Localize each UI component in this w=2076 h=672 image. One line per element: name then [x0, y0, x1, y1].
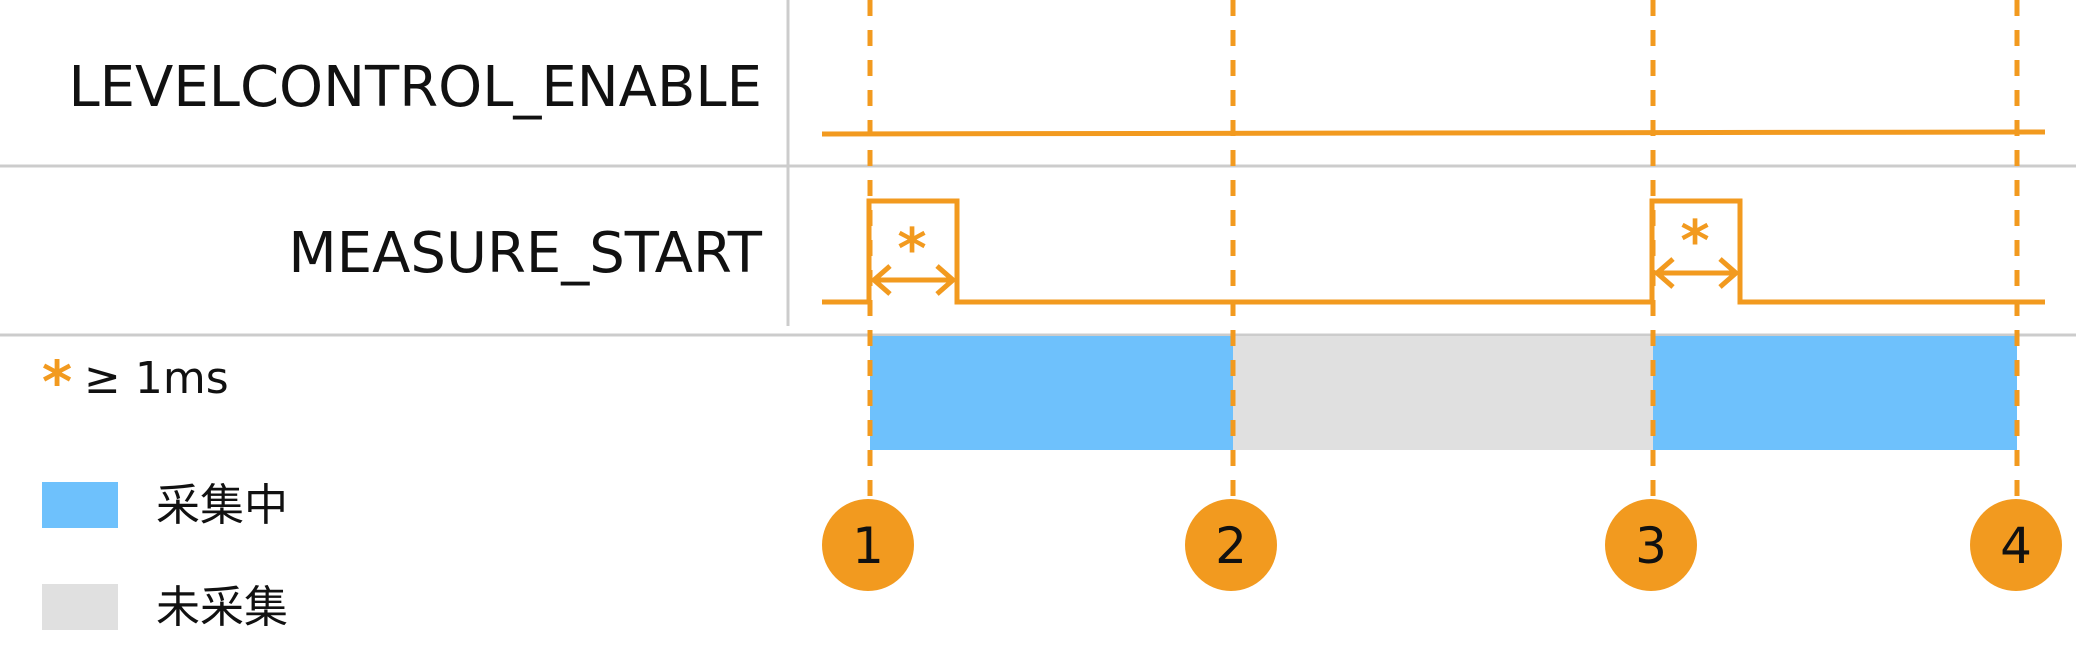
collecting-bar — [870, 336, 1233, 450]
legend-swatch-collecting — [42, 482, 118, 528]
time-marker-3 — [1605, 499, 1697, 591]
pulse-width-star: * — [1680, 209, 1709, 274]
time-marker-1 — [822, 499, 914, 591]
measure-start-waveform — [822, 198, 2045, 305]
signal-label-levelcontrol-enable: LEVELCONTROL_ENABLE — [68, 55, 762, 120]
time-marker-3-label: 3 — [1635, 517, 1667, 575]
pulse-width-arrow — [1653, 257, 1740, 289]
not-collecting-bar — [1233, 336, 1653, 450]
legend-label-collecting: 采集中 — [156, 480, 288, 531]
time-marker-2 — [1185, 499, 1277, 591]
time-marker-1-label: 1 — [852, 517, 884, 575]
pulse-width-note: ≥ 1ms — [84, 353, 229, 404]
pulse-width-star: * — [897, 217, 926, 282]
time-marker-2-label: 2 — [1215, 517, 1247, 575]
legend-label-not-collecting: 未采集 — [156, 582, 288, 633]
time-marker-4 — [1970, 499, 2062, 591]
collecting-bar — [1653, 336, 2017, 450]
levelcontrol-enable-waveform — [821, 129, 2046, 137]
time-marker-4-label: 4 — [2000, 517, 2032, 575]
pulse-width-arrow — [870, 264, 957, 296]
legend-star-icon: * — [42, 348, 72, 416]
legend-swatch-not-collecting — [42, 584, 118, 630]
signal-label-measure-start: MEASURE_START — [288, 221, 762, 286]
